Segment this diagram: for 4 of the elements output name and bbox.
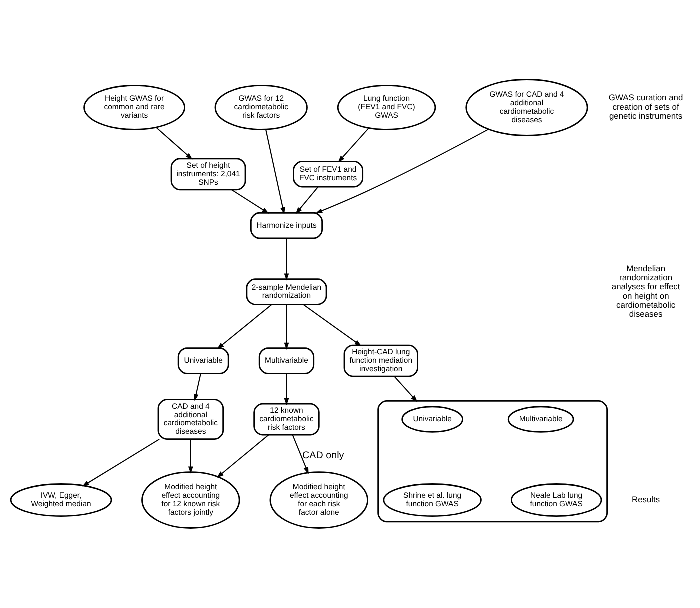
label: Mendelian randomization analyses for effect on height on cardiometabolic diseases xyxy=(612,263,680,320)
edge-label: CAD only xyxy=(302,450,344,462)
label: GWAS curation and creation of sets of genetic instruments xyxy=(608,92,684,122)
label: Results xyxy=(632,494,660,504)
